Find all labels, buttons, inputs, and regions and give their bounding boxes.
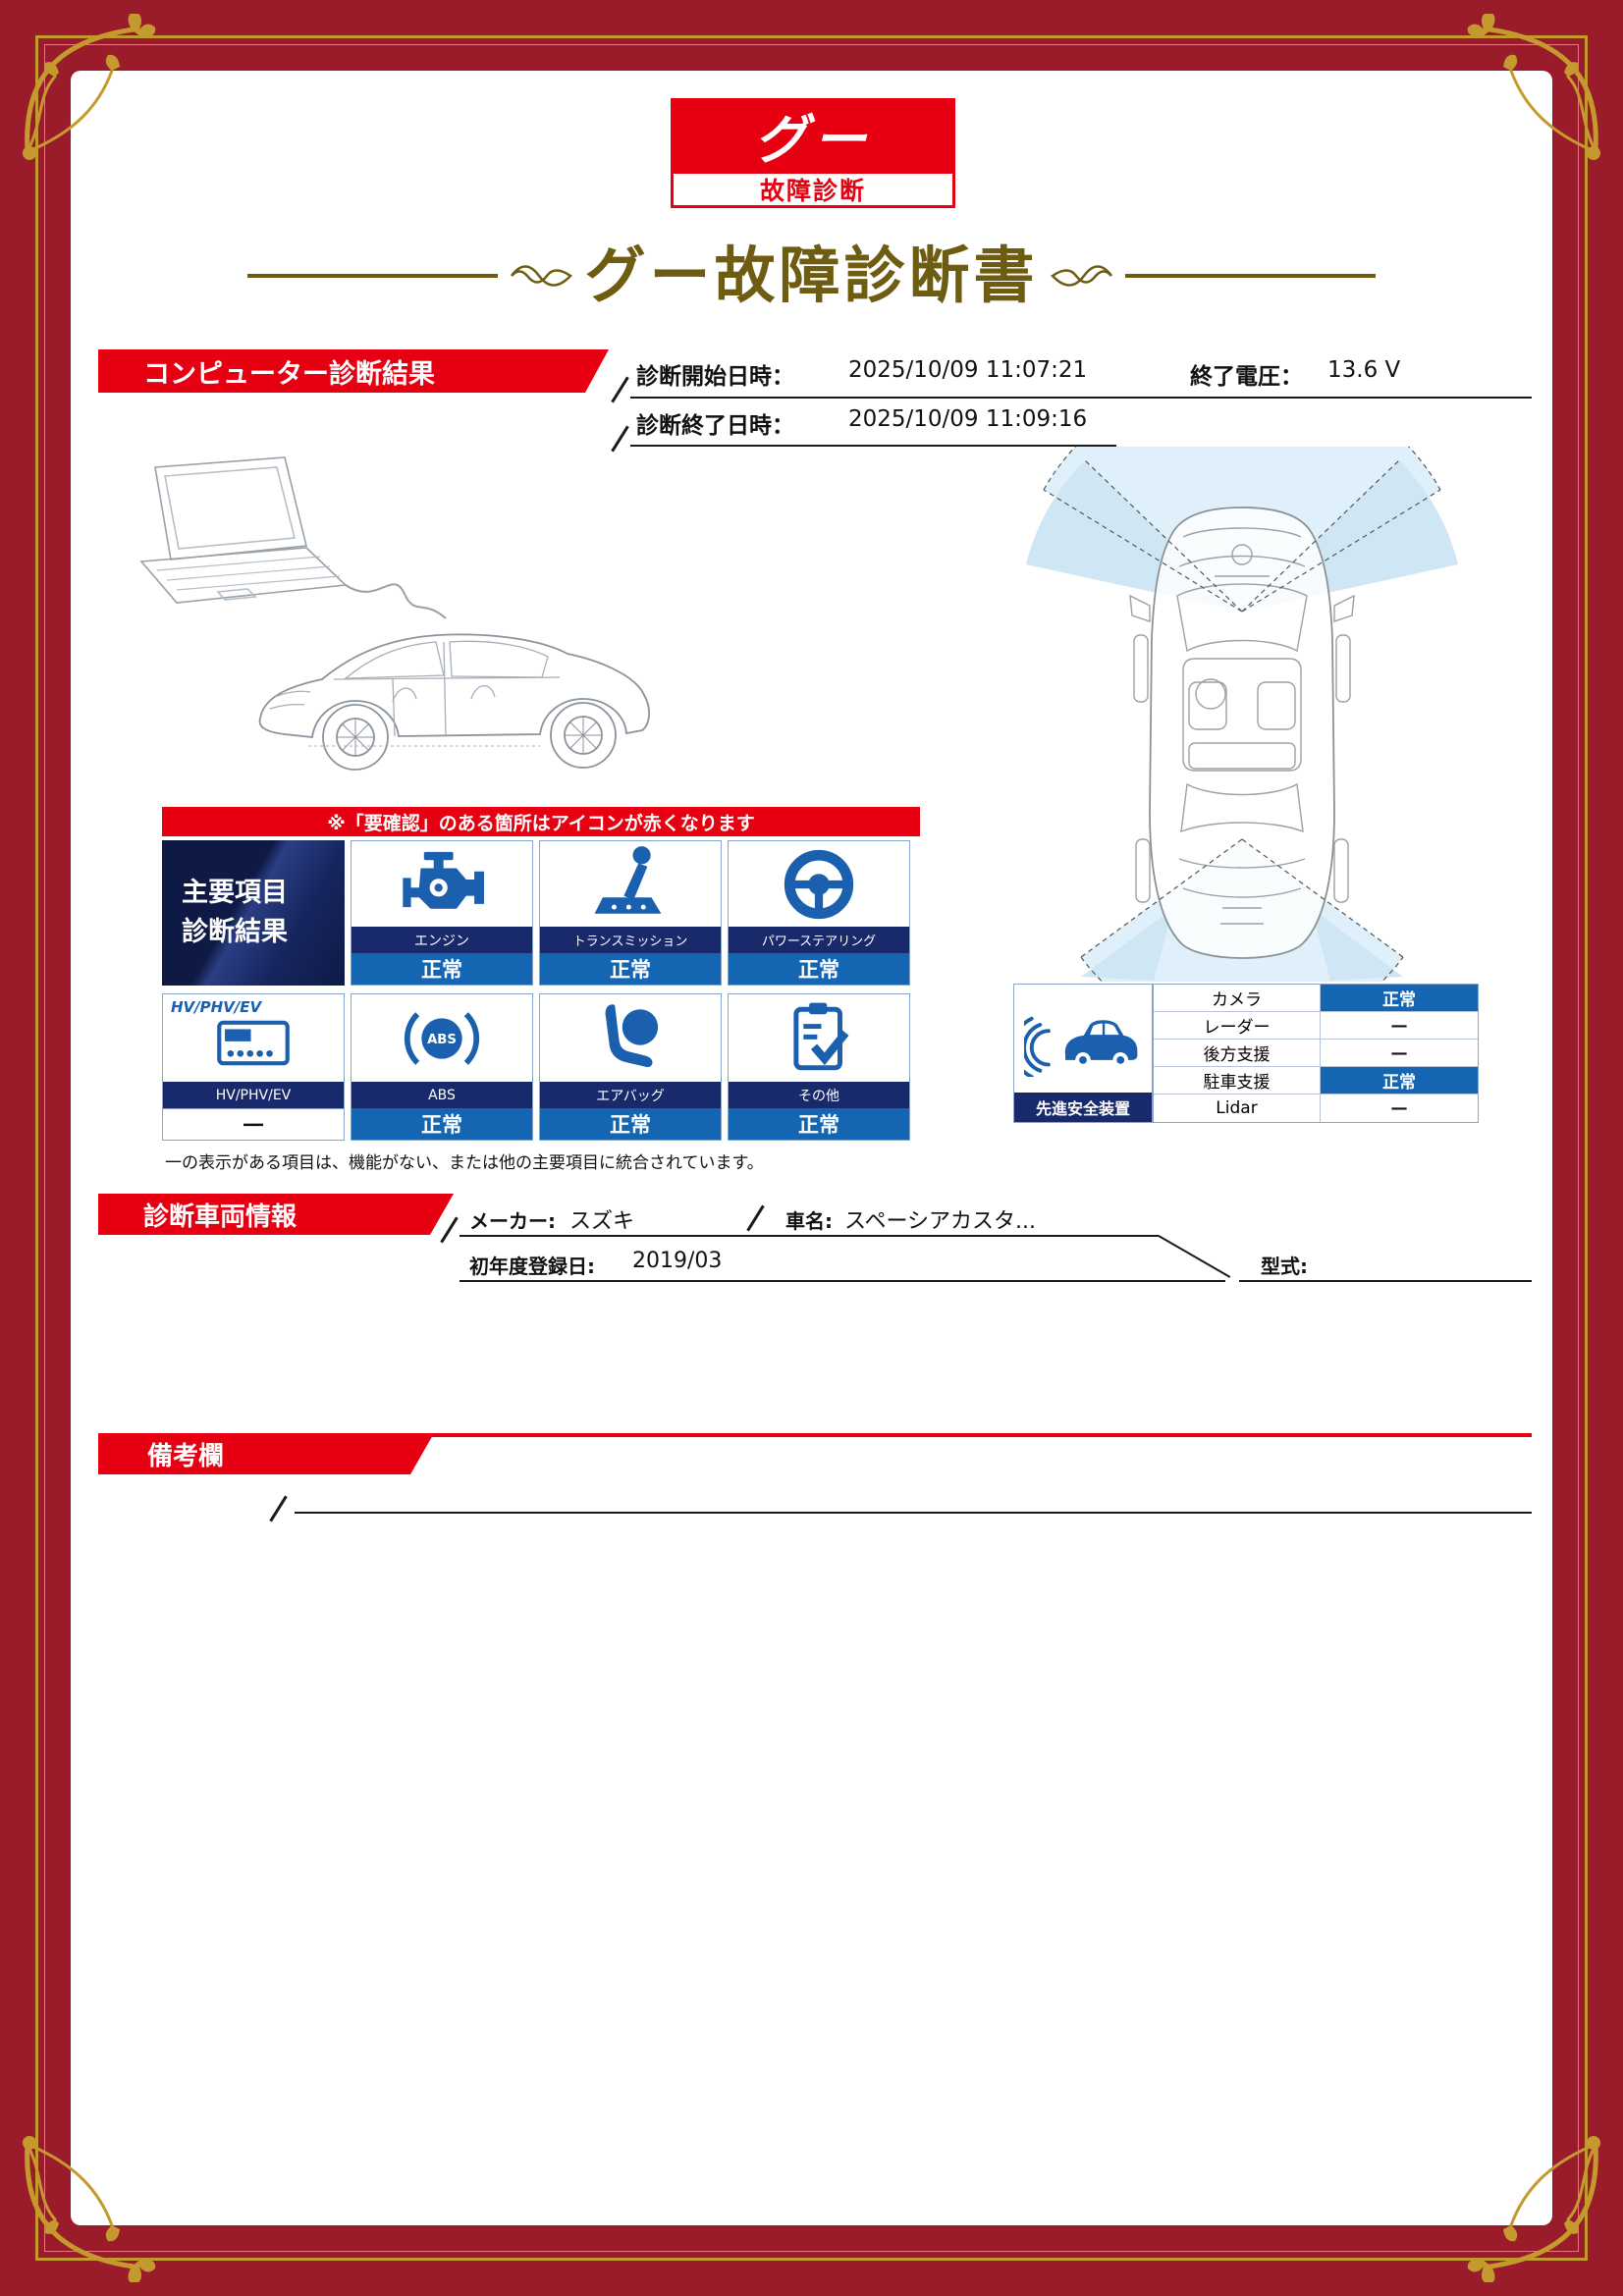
result-cell-other: その他 正常 xyxy=(728,993,910,1141)
maker-value: スズキ xyxy=(569,1209,635,1234)
result-label: その他 xyxy=(729,1082,909,1108)
safety-status: — xyxy=(1321,1012,1478,1039)
title-swirl-icon xyxy=(1050,265,1112,287)
model-code-underline xyxy=(1239,1280,1532,1282)
results-footnote: 一の表示がある項目は、機能がない、または他の主要項目に統合されています。 xyxy=(165,1153,764,1173)
first-registration-value: 2019/03 xyxy=(632,1249,723,1273)
first-registration-label: 初年度登録日: xyxy=(469,1255,595,1278)
title-swirl-icon xyxy=(511,265,573,287)
advanced-safety-label: 先進安全装置 xyxy=(1014,1093,1152,1122)
steering-wheel-icon xyxy=(784,849,854,919)
airbag-icon xyxy=(605,1003,659,1067)
result-status: 正常 xyxy=(352,953,532,985)
title-rule-left xyxy=(247,274,499,278)
safety-name: 駐車支援 xyxy=(1154,1067,1321,1094)
result-cell-engine: エンジン 正常 xyxy=(351,840,533,986)
report-title-row: グー故障診断書 xyxy=(0,245,1623,306)
result-status: 一 xyxy=(163,1108,344,1140)
maker-label: メーカー: xyxy=(469,1209,556,1233)
result-label: パワーステアリング xyxy=(729,927,909,953)
goo-logo: グー 故障診断 xyxy=(671,98,955,208)
safety-name: 後方支援 xyxy=(1154,1040,1321,1066)
goo-logo-caption: 故障診断 xyxy=(671,171,955,208)
advanced-safety-table: カメラ 正常 レーダー — 後方支援 — 駐車支援 正常 Lidar — xyxy=(1153,984,1479,1123)
corner-flourish-icon xyxy=(1462,14,1609,161)
safety-row-camera: カメラ 正常 xyxy=(1154,985,1478,1012)
car-name-label: 車名: xyxy=(785,1209,833,1233)
safety-status: — xyxy=(1321,1095,1478,1122)
advanced-safety-block: 先進安全装置 xyxy=(1013,984,1153,1123)
result-cell-power-steering: パワーステアリング 正常 xyxy=(728,840,910,986)
vehicle-row2-underline xyxy=(460,1280,1225,1282)
result-status: 正常 xyxy=(540,1108,721,1140)
diagnosis-start-label: 診断開始日時： xyxy=(636,364,794,390)
diagnosis-end-underline xyxy=(630,445,1116,447)
result-label: ABS xyxy=(352,1082,532,1108)
safety-row-rear-support: 後方支援 — xyxy=(1154,1040,1478,1067)
end-voltage-value: 13.6 V xyxy=(1327,357,1401,383)
result-label: トランスミッション xyxy=(540,927,721,953)
page-title: グー故障診断書 xyxy=(584,240,1039,311)
remarks-banner: 備考欄 xyxy=(98,1433,434,1474)
result-status: 正常 xyxy=(540,953,721,985)
safety-status: 正常 xyxy=(1321,985,1478,1011)
abs-icon: ABS xyxy=(404,1011,480,1065)
result-cell-transmission: トランスミッション 正常 xyxy=(539,840,722,986)
main-results-header: 主要項目 診断結果 xyxy=(162,840,345,986)
safety-car-icon xyxy=(1024,1016,1138,1077)
result-status: 正常 xyxy=(729,1108,909,1140)
transmission-icon xyxy=(594,845,662,914)
safety-row-lidar: Lidar — xyxy=(1154,1095,1478,1122)
safety-status: — xyxy=(1321,1040,1478,1066)
safety-row-radar: レーダー — xyxy=(1154,1012,1478,1040)
remarks-underline xyxy=(295,1512,1532,1514)
diagnosis-start-underline xyxy=(630,397,1532,399)
hv-phv-ev-tag: HV/PHV/EV xyxy=(171,998,262,1016)
diagnosis-end-value: 2025/10/09 11:09:16 xyxy=(848,406,1088,432)
vehicle-info-banner: 診断車両情報 xyxy=(98,1194,454,1235)
main-results-header-line2: 診断結果 xyxy=(182,917,288,947)
main-results-header-line1: 主要項目 xyxy=(182,877,288,908)
model-code-label: 型式: xyxy=(1261,1255,1308,1278)
result-status: 正常 xyxy=(729,953,909,985)
abs-icon-text: ABS xyxy=(427,1032,457,1046)
result-status: 正常 xyxy=(352,1108,532,1140)
corner-flourish-icon xyxy=(14,2135,161,2282)
vehicle-row1-underline xyxy=(460,1235,1159,1237)
engine-icon xyxy=(403,851,484,909)
clipboard-icon xyxy=(793,1002,849,1070)
remarks-red-rule xyxy=(432,1433,1532,1437)
result-label: エンジン xyxy=(352,927,532,953)
car-name-value: スペーシアカスタ... xyxy=(844,1209,1037,1234)
title-rule-right xyxy=(1124,274,1376,278)
car-topview-sensor-illustration xyxy=(1026,447,1458,982)
result-cell-abs: ABS ABS 正常 xyxy=(351,993,533,1141)
safety-name: レーダー xyxy=(1154,1012,1321,1039)
result-label: エアバッグ xyxy=(540,1082,721,1108)
computer-diagnosis-banner: コンピューター診断結果 xyxy=(98,349,609,393)
safety-name: Lidar xyxy=(1154,1095,1321,1122)
end-voltage-label: 終了電圧： xyxy=(1190,364,1303,390)
result-cell-airbag: エアバッグ 正常 xyxy=(539,993,722,1141)
diagnosis-start-value: 2025/10/09 11:07:21 xyxy=(848,357,1088,383)
safety-row-parking-support: 駐車支援 正常 xyxy=(1154,1067,1478,1095)
laptop-car-diagnostic-illustration xyxy=(139,456,650,771)
diagnosis-end-label: 診断終了日時： xyxy=(636,413,794,439)
result-label: HV/PHV/EV xyxy=(163,1082,344,1108)
hv-meter-icon xyxy=(217,1020,290,1065)
report-sheet xyxy=(71,71,1552,2225)
goo-logo-mark: グー xyxy=(671,98,955,171)
safety-name: カメラ xyxy=(1154,985,1321,1011)
safety-status: 正常 xyxy=(1321,1067,1478,1094)
result-cell-hv-phv-ev: HV/PHV/EV HV/PHV/EV 一 xyxy=(162,993,345,1141)
attention-notice: ※「要確認」のある箇所はアイコンが赤くなります xyxy=(162,807,920,836)
corner-flourish-icon xyxy=(14,14,161,161)
corner-flourish-icon xyxy=(1462,2135,1609,2282)
